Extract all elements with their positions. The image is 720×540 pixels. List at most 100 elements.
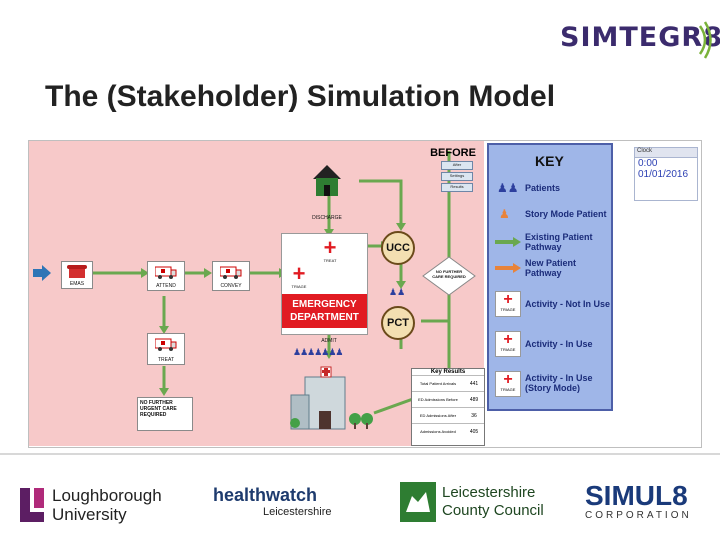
- result-value: 405: [469, 428, 479, 435]
- table-row: Admissions Avoided 405: [412, 423, 484, 439]
- attend-node[interactable]: ATTEND: [147, 261, 185, 291]
- key-results-panel: Key Results Total Patient Arrivals 441 ED…: [411, 368, 485, 446]
- attend-label: ATTEND: [156, 283, 176, 289]
- entry-arrow-icon: [33, 265, 51, 281]
- discharge-label: DISCHARGE: [312, 215, 342, 221]
- treat-label: TREAT: [157, 357, 175, 363]
- plus-icon: +: [503, 291, 513, 308]
- patients-icon: ♟♟: [497, 181, 519, 195]
- simulation-canvas: [29, 141, 484, 446]
- loughborough-crest-icon: [20, 488, 44, 522]
- ambulance-icon: [220, 266, 242, 279]
- existing-pathway-arrow-icon: [495, 237, 521, 247]
- hospital-icon: [290, 366, 373, 430]
- fox-crest-icon: [400, 482, 436, 522]
- key-item-in-use: Activity - In Use: [525, 339, 593, 349]
- before-panel: BEFORE After Settings Results: [427, 147, 479, 192]
- admit-label: ADMIT: [321, 338, 337, 344]
- loughborough-text: Loughborough: [52, 486, 162, 505]
- signal-waves-icon: [698, 21, 712, 59]
- treat-activity[interactable]: + TREAT: [317, 235, 343, 264]
- plus-icon: +: [503, 371, 513, 388]
- phone-icon: [67, 265, 87, 278]
- page-title: The (Stakeholder) Simulation Model: [45, 80, 556, 113]
- clock-date: 01/01/2016: [638, 169, 689, 180]
- before-title: BEFORE: [430, 147, 476, 159]
- simtegr8-logo: SIMTEGR8: [560, 22, 720, 53]
- clock-panel: Clock 0:00 01/01/2016: [634, 147, 698, 201]
- result-name: ED Admissions After: [419, 413, 457, 418]
- activity-story-mode-icon: + TRIAGE: [495, 371, 521, 397]
- key-item-patients: Patients: [525, 183, 561, 193]
- footer-divider: [0, 453, 720, 455]
- simul8-logo: SIMUL8 CORPORATION: [585, 480, 700, 526]
- ambulance-icon: [155, 338, 177, 351]
- leicestershire-cc-logo: Leicestershire County Council: [400, 482, 550, 524]
- loughborough-logo: Loughborough University: [18, 486, 188, 526]
- convey-node[interactable]: CONVEY: [212, 261, 250, 291]
- ucc-node[interactable]: UCC: [381, 231, 415, 265]
- corporation-text: CORPORATION: [585, 510, 692, 521]
- plus-icon: +: [503, 331, 513, 348]
- key-panel: KEY ♟♟ Patients ♟ Story Mode Patient Exi…: [487, 143, 613, 411]
- university-text: University: [52, 505, 127, 524]
- plus-icon: +: [323, 235, 337, 260]
- emas-node[interactable]: EMAS: [61, 261, 93, 289]
- emergency-department-block[interactable]: + TREAT + TRIAGE EMERGENCY DEPARTMENT: [281, 233, 368, 335]
- ed-label: EMERGENCY DEPARTMENT: [282, 294, 367, 328]
- plus-icon: +: [292, 261, 306, 286]
- emas-label: EMAS: [69, 281, 85, 287]
- key-item-story-mode: Activity - In Use (Story Mode): [525, 373, 593, 393]
- key-item-existing-pathway: Existing Patient Pathway: [525, 232, 593, 252]
- healthwatch-text: healthwatch: [213, 485, 318, 505]
- activity-not-in-use-icon: + TRIAGE: [495, 291, 521, 317]
- key-title: KEY: [535, 153, 564, 169]
- story-patient-icon: ♟: [499, 207, 510, 221]
- result-name: Admissions Avoided: [420, 429, 456, 434]
- leicestershire-text: Leicestershire: [442, 484, 536, 501]
- triage-badge: TRIAGE: [500, 347, 516, 352]
- new-pathway-arrow-icon: [495, 263, 521, 273]
- admit-queue-icon: ♟♟♟♟♟♟♟: [293, 347, 343, 357]
- treat-activity-label: TREAT: [323, 258, 337, 263]
- ambulance-icon: [155, 266, 177, 279]
- no-further-urgent-care-node[interactable]: NO FURTHER URGENT CARE REQUIRED: [137, 397, 193, 431]
- county-council-text: County Council: [442, 502, 544, 519]
- triage-activity-label: TRIAGE: [291, 284, 307, 289]
- clock-time: 0:00: [638, 158, 658, 169]
- pct-node[interactable]: PCT: [381, 306, 415, 340]
- clock-label: Clock: [635, 148, 697, 158]
- result-value: 441: [469, 380, 479, 387]
- treat-ambulance-node[interactable]: TREAT: [147, 333, 185, 365]
- key-item-story-patient: Story Mode Patient: [525, 209, 607, 219]
- result-name: ED Admissions Before: [418, 397, 458, 402]
- result-name: Total Patient Arrivals: [419, 381, 457, 386]
- table-row: Total Patient Arrivals 441: [412, 375, 484, 391]
- table-row: ED Admissions Before 489: [412, 391, 484, 407]
- convey-label: CONVEY: [220, 283, 242, 289]
- results-button[interactable]: Results: [441, 183, 473, 192]
- simulation-model: EMAS ATTEND CONVEY TREAT NO FURTHER URGE…: [28, 140, 702, 448]
- triage-badge: TRIAGE: [500, 307, 516, 312]
- simul8-text: SIMUL8: [585, 480, 688, 511]
- settings-button[interactable]: Settings: [441, 172, 473, 181]
- healthwatch-region: Leicestershire: [263, 506, 332, 518]
- result-value: 36: [471, 412, 477, 419]
- triage-activity[interactable]: + TRIAGE: [286, 261, 312, 290]
- house-icon: [313, 165, 341, 196]
- no-further-care-node[interactable]: NO FURTHER CARE REQUIRED: [422, 256, 476, 296]
- result-value: 489: [469, 396, 479, 403]
- no-further-urgent-care-label: NO FURTHER URGENT CARE REQUIRED: [140, 400, 177, 418]
- diamond-shape: [422, 256, 476, 296]
- triage-badge: TRIAGE: [500, 387, 516, 392]
- after-button[interactable]: After: [441, 161, 473, 170]
- key-results-title: Key Results: [430, 369, 466, 375]
- patient-queue-icon: ♟♟: [389, 287, 406, 297]
- table-row: ED Admissions After 36: [412, 407, 484, 423]
- no-further-care-label: NO FURTHER CARE REQUIRED: [432, 269, 466, 279]
- healthwatch-logo: healthwatch Leicestershire: [213, 485, 343, 525]
- key-item-not-in-use: Activity - Not In Use: [525, 299, 611, 309]
- key-item-new-pathway: New Patient Pathway: [525, 258, 577, 278]
- activity-in-use-icon: + TRIAGE: [495, 331, 521, 357]
- brand-text: SIMTEGR: [560, 22, 704, 53]
